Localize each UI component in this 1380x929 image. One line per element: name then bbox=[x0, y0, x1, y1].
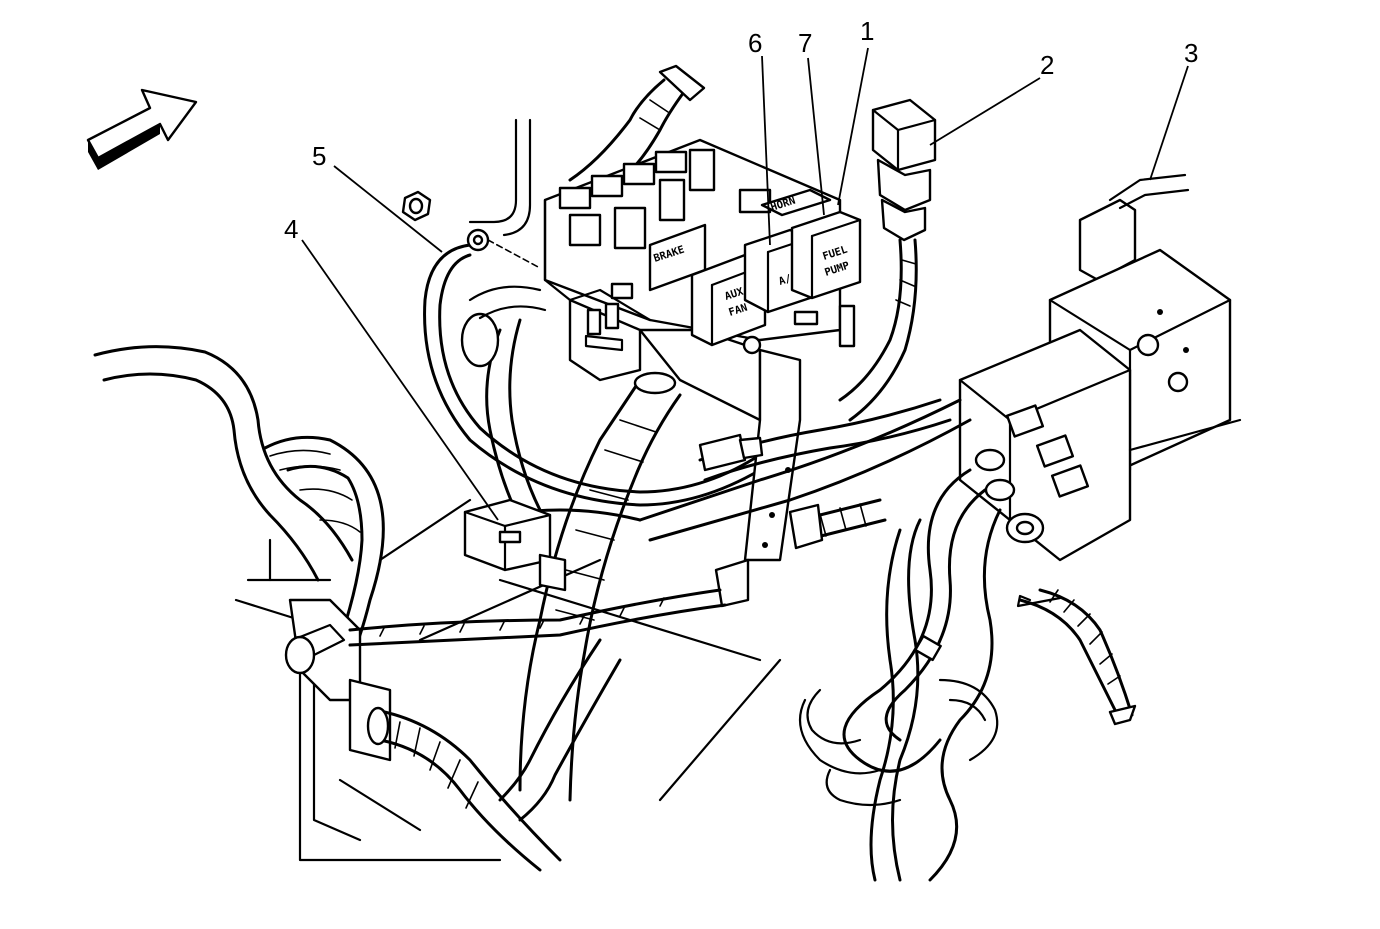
body-panel-lines bbox=[234, 118, 782, 862]
center-connector bbox=[698, 433, 764, 472]
callout-3: 3 bbox=[1184, 38, 1198, 68]
leader-5 bbox=[333, 165, 443, 253]
brake-lines bbox=[798, 468, 1002, 882]
ground-nut bbox=[401, 190, 432, 222]
callout-4: 4 bbox=[284, 214, 298, 244]
callout-2: 2 bbox=[1040, 50, 1054, 80]
callout-5: 5 bbox=[312, 141, 326, 171]
leader-2 bbox=[929, 77, 1041, 146]
leader-7 bbox=[807, 57, 825, 216]
front-direction-arrow-icon bbox=[86, 88, 198, 170]
relay-connector bbox=[838, 98, 937, 422]
abs-module bbox=[958, 173, 1242, 562]
leader-6 bbox=[761, 55, 771, 246]
center-harness bbox=[348, 398, 972, 647]
ground-wire bbox=[423, 228, 762, 507]
relay-center: BRAKE HORN AUX FAN A/C FUEL PUMP bbox=[543, 138, 862, 422]
relay-label-aux: AUX bbox=[723, 285, 745, 302]
callout-1: 1 bbox=[860, 16, 874, 46]
callout-7: 7 bbox=[798, 28, 812, 58]
leader-1 bbox=[837, 47, 869, 206]
callout-leaders bbox=[301, 47, 1189, 521]
left-harness bbox=[93, 345, 385, 662]
relay-label-fan: FAN bbox=[727, 302, 749, 319]
right-harness bbox=[1016, 588, 1137, 726]
leader-4 bbox=[301, 239, 499, 521]
main-harness bbox=[460, 285, 682, 802]
leader-3 bbox=[1149, 65, 1189, 181]
callout-6: 6 bbox=[748, 28, 762, 58]
